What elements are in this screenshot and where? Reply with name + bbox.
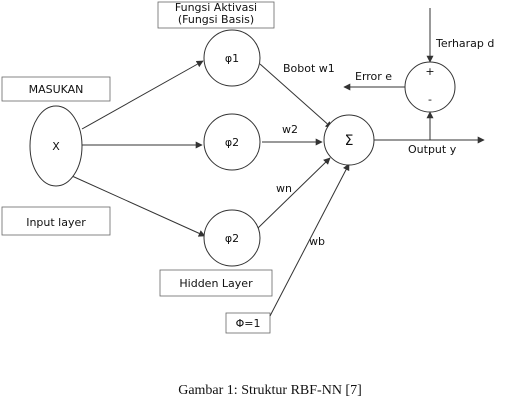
output-label: Output y: [408, 143, 457, 156]
activation-title-line-2: (Fungsi Basis): [178, 13, 254, 26]
edge-phin-to-sum: [257, 157, 331, 229]
activation-title-box: Fungsi Aktivasi (Fungsi Basis): [157, 1, 275, 29]
hidden-node-n: φ2: [203, 209, 261, 267]
error-label: Error e: [355, 70, 392, 83]
hidden-node-2: φ2: [203, 113, 261, 171]
weight-2-label: w2: [282, 123, 298, 136]
input-title: MASUKAN: [29, 83, 84, 96]
hidden-node-n-label: φ2: [225, 232, 239, 245]
weight-1-label: Bobot w1: [283, 62, 335, 75]
edge-input-to-phin: [71, 175, 206, 237]
input-layer-label: Input layer: [26, 216, 86, 229]
edge-phi1-to-sum: [259, 63, 333, 129]
hidden-layer-label: Hidden Layer: [179, 277, 253, 290]
weight-n-label: wn: [276, 182, 292, 195]
hidden-layer-box: Hidden Layer: [159, 269, 273, 297]
edge-bias-to-sum: [269, 163, 350, 317]
sum-node-label: Σ: [345, 133, 354, 149]
input-title-box: MASUKAN: [1, 76, 111, 102]
comparator-minus: -: [428, 93, 432, 106]
hidden-node-1-label: φ1: [225, 52, 239, 65]
comparator-plus: +: [425, 65, 434, 78]
input-layer-box: Input layer: [1, 206, 111, 236]
input-node: X: [29, 105, 83, 187]
comparator-node: + -: [404, 61, 456, 113]
activation-title-line-1: Fungsi Aktivasi: [175, 1, 257, 14]
bias-node-box: Φ=1: [225, 312, 271, 334]
target-label: Terharap d: [435, 37, 494, 50]
bias-node-label: Φ=1: [236, 317, 261, 330]
sum-node: Σ: [323, 114, 375, 166]
figure-caption: Gambar 1: Struktur RBF-NN [7]: [178, 383, 362, 398]
input-node-label: X: [52, 140, 60, 153]
weight-b-label: wb: [309, 235, 325, 248]
hidden-node-2-label: φ2: [225, 136, 239, 149]
hidden-node-1: φ1: [203, 29, 261, 87]
edge-input-to-phi1: [81, 60, 204, 130]
